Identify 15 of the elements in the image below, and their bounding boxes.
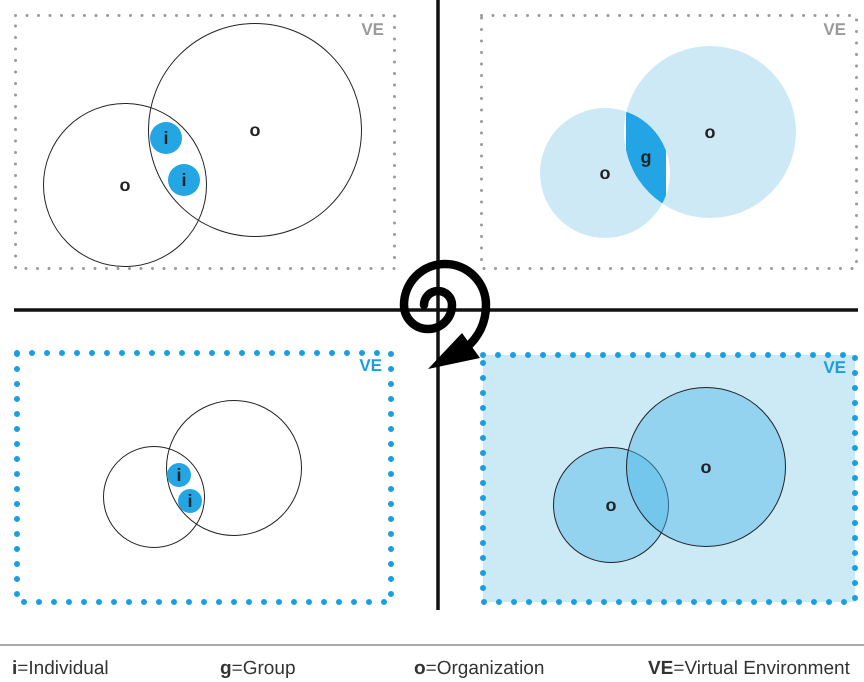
environment-panel bbox=[480, 352, 858, 605]
panel-label: VE bbox=[823, 20, 846, 40]
panel-label: VE bbox=[359, 356, 382, 376]
legend-entry: o=Organization bbox=[414, 658, 544, 680]
filled-circle: o bbox=[626, 387, 786, 547]
filled-dot: i bbox=[167, 463, 191, 487]
filled-dot: i bbox=[150, 122, 182, 154]
legend-entry: VE=Virtual Environment bbox=[648, 658, 850, 680]
filled-dot: i bbox=[178, 489, 202, 513]
filled-dot: i bbox=[168, 164, 200, 196]
panel-label: VE bbox=[361, 20, 384, 40]
legend-entry: i=Individual bbox=[12, 658, 109, 680]
legend-entry: g=Group bbox=[220, 658, 296, 680]
environment-panel bbox=[480, 14, 858, 270]
panel-label: VE bbox=[823, 358, 846, 378]
